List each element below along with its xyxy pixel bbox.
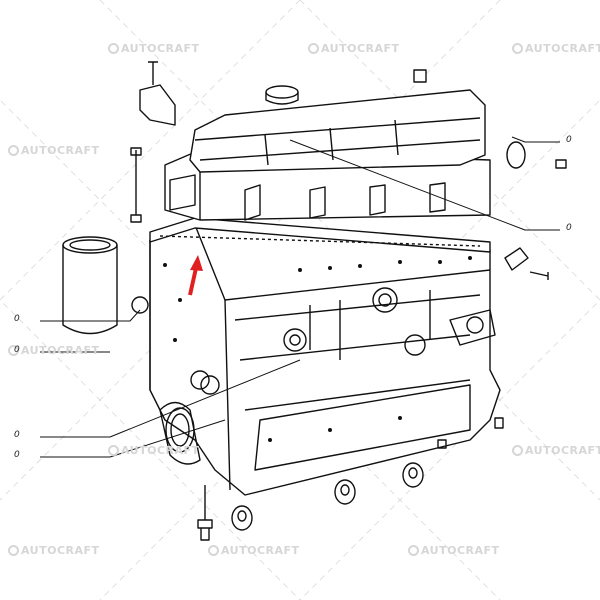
watermark: AUTOCRAFT: [208, 544, 300, 557]
watermark: AUTOCRAFT: [512, 444, 600, 457]
watermark: AUTOCRAFT: [8, 544, 100, 557]
watermark: AUTOCRAFT: [108, 444, 200, 457]
small-parts: [437, 141, 567, 449]
leader-lines: [40, 136, 560, 458]
cylinder-liner: [62, 236, 149, 335]
engine-block: [149, 224, 501, 496]
valve-cover: [189, 69, 486, 173]
callout-cap: 0: [566, 135, 572, 145]
callout-gasket: 0: [566, 223, 572, 233]
watermark: AUTOCRAFT: [308, 42, 400, 55]
watermark: AUTOCRAFT: [8, 144, 100, 157]
watermark: AUTOCRAFT: [108, 42, 200, 55]
callout-liner: 0: [14, 314, 20, 324]
callout-plug: 0: [14, 345, 20, 355]
red-arrow-icon: [188, 255, 203, 296]
callout-cover: 0: [14, 450, 20, 460]
callout-seal: 0: [14, 430, 20, 440]
watermark: AUTOCRAFT: [512, 42, 600, 55]
lifting-bracket: [130, 61, 176, 223]
bearing-caps: [197, 462, 424, 541]
watermark: AUTOCRAFT: [8, 344, 100, 357]
watermark: AUTOCRAFT: [408, 544, 500, 557]
